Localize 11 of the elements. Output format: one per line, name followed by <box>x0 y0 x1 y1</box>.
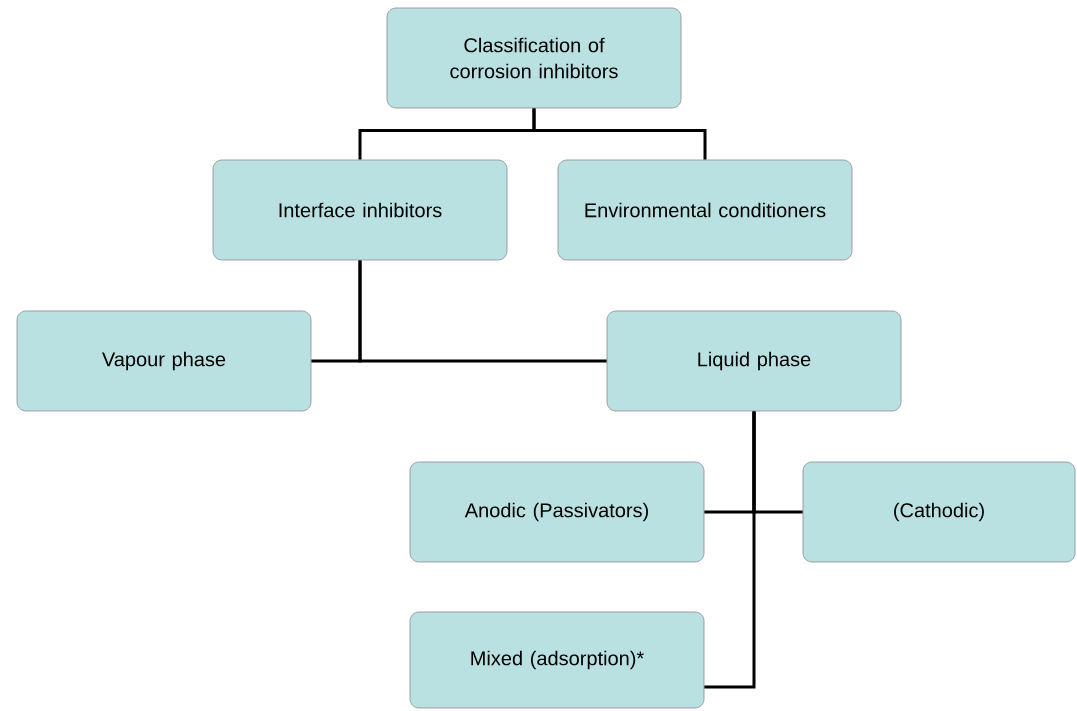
process-box: Environmental conditioners <box>557 159 853 261</box>
process-box: Mixed (adsorption)* <box>409 611 705 709</box>
process-box: Vapour phase <box>16 310 312 412</box>
process-box: Liquid phase <box>606 310 902 412</box>
process-box: (Cathodic) <box>802 461 1076 563</box>
connector-line <box>358 260 607 363</box>
process-box: Anodic (Passivators) <box>409 461 705 563</box>
process-box: Interface inhibitors <box>212 159 508 261</box>
process-box: Classification of corrosion inhibitors <box>386 7 682 109</box>
connector-line <box>532 108 707 160</box>
connector-line <box>704 411 756 689</box>
